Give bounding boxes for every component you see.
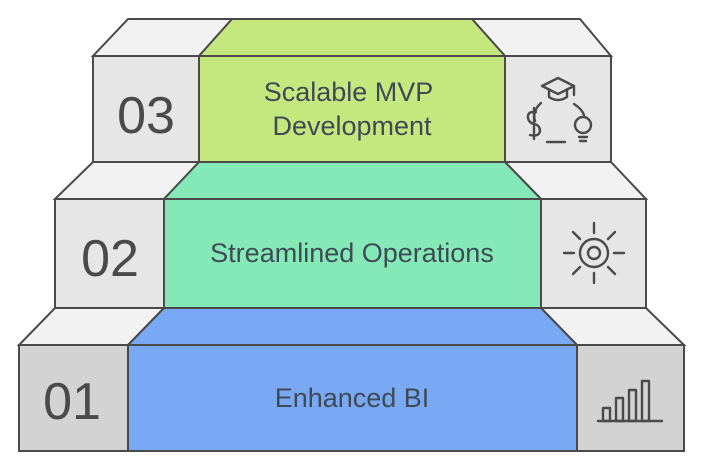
step-01: 01 Enhanced BI: [16, 307, 687, 452]
step-01-label: Enhanced BI: [275, 383, 430, 413]
step-02-label: Streamlined Operations: [210, 238, 494, 268]
step-03-right-face: [504, 55, 612, 163]
step-03-center-top: [196, 18, 508, 57]
step-01-center-face: [127, 344, 578, 452]
step-03-label-line-2: Development: [272, 111, 432, 141]
sun-gear-icon: [562, 221, 626, 285]
step-03-left-face: [92, 55, 200, 163]
step-01-center-top: [125, 307, 580, 346]
step-02-number: 02: [81, 230, 139, 288]
step-01-number: 01: [43, 373, 101, 431]
step-01-left-face: [18, 344, 129, 452]
step-02: 02 Streamlined Operations: [52, 161, 649, 309]
step-03-center-face: [198, 55, 506, 163]
step-03-number: 03: [117, 87, 175, 145]
step-02-center-top: [161, 161, 544, 200]
step-03-label-line-1: Scalable MVP: [264, 77, 433, 107]
step-03: 03 Scalable MVP Development: [90, 18, 614, 163]
bar-chart-icon: [596, 379, 664, 423]
graduation-cap-dollar-lightbulb-icon: [526, 76, 593, 144]
step-02-right-face: [540, 198, 647, 309]
step-03-label: Scalable MVP Development: [264, 77, 441, 141]
step-01-right-face: [576, 344, 685, 452]
